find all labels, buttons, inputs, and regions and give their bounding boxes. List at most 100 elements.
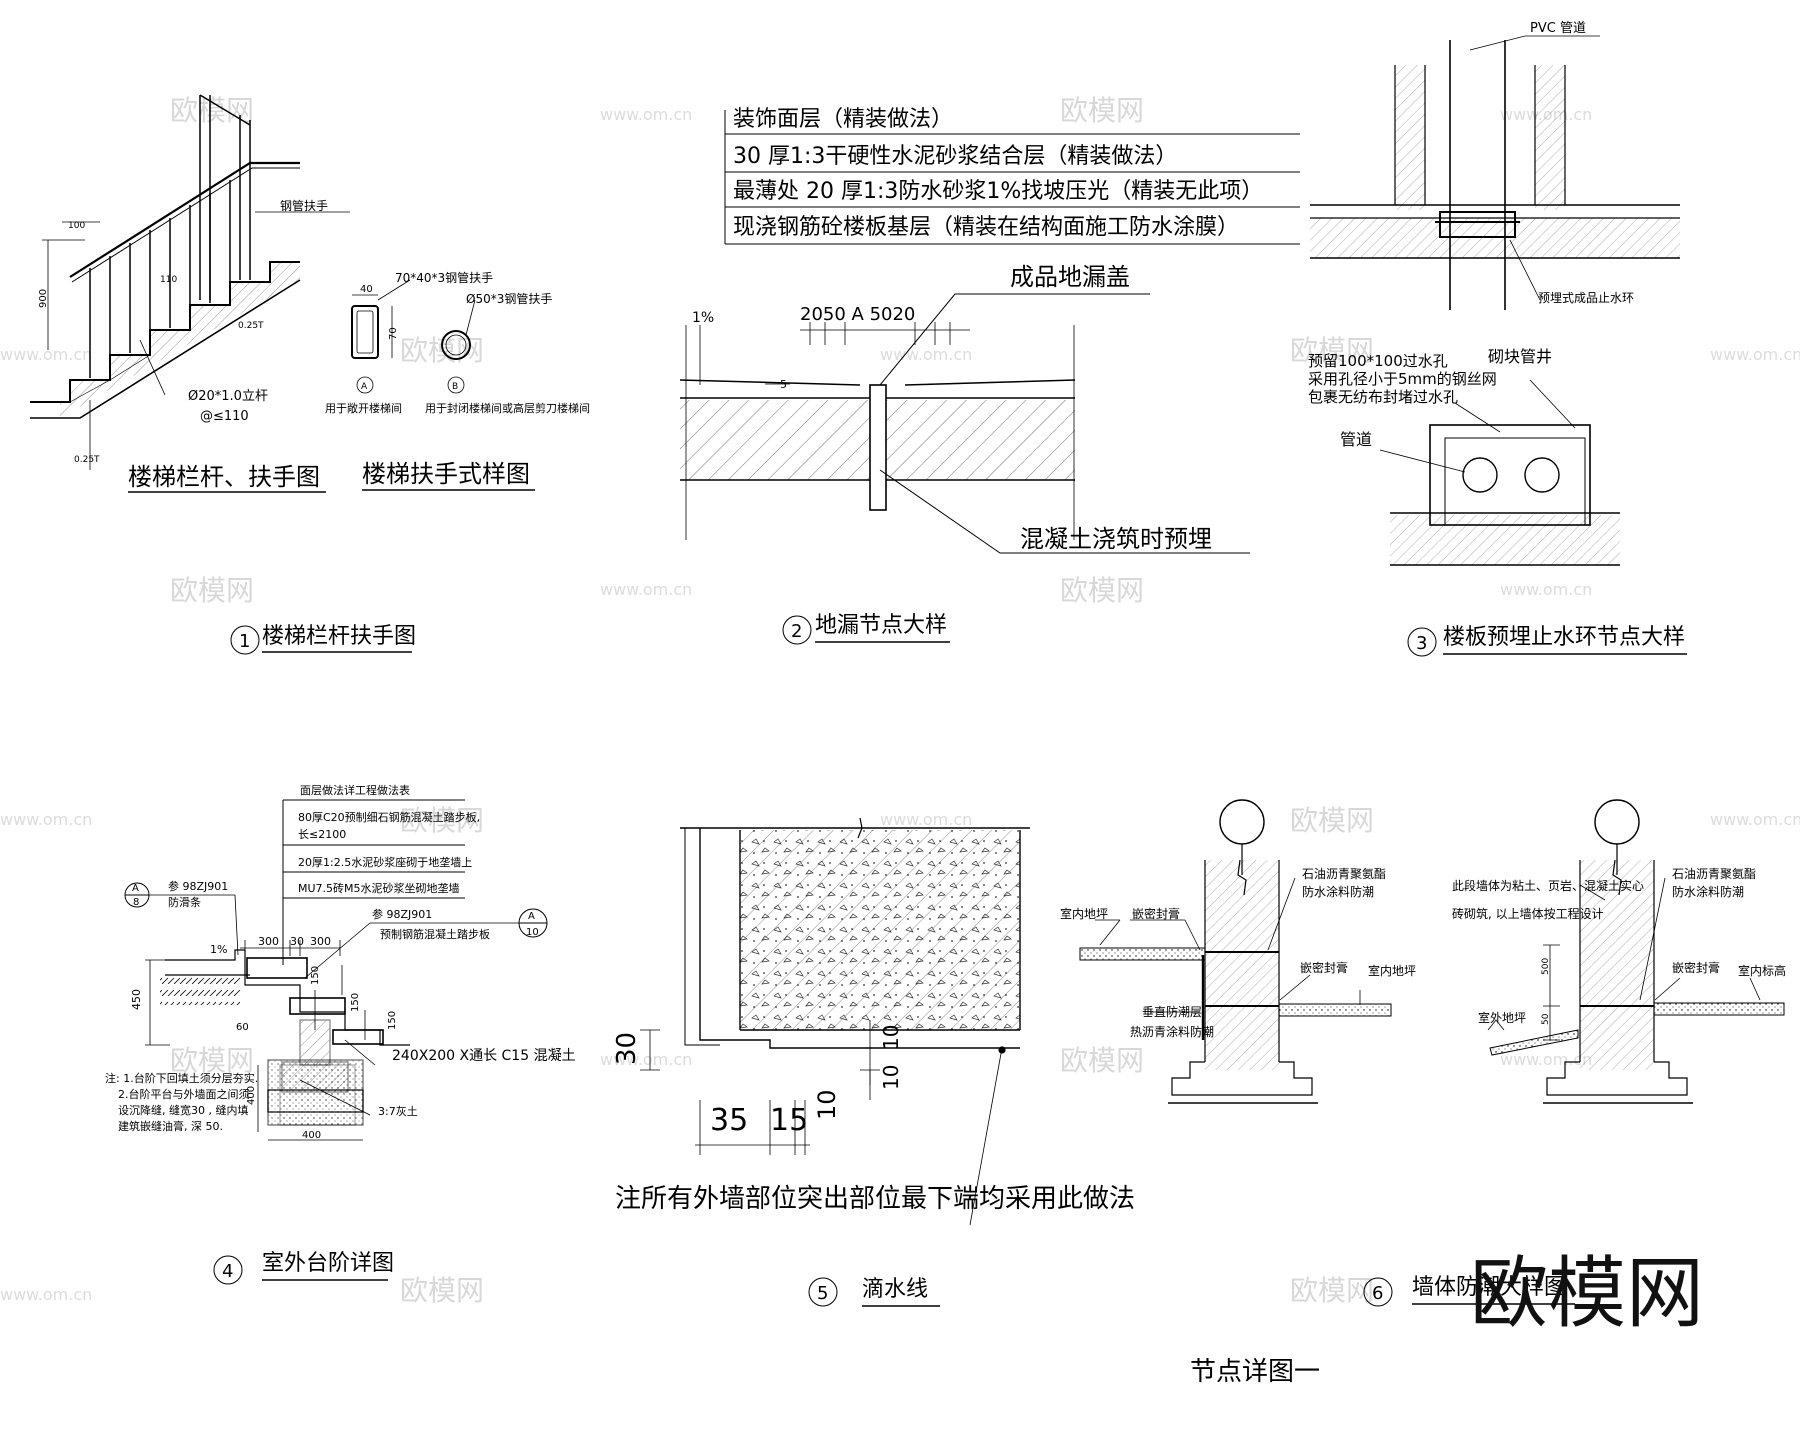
detail-title-1: 楼梯栏杆扶手图 bbox=[262, 624, 416, 649]
label-coat-1: 石油沥青聚氨酯 bbox=[1302, 867, 1386, 881]
label-r-coat-1: 石油沥青聚氨酯 bbox=[1672, 867, 1756, 881]
watermark-url: www.om.cn bbox=[600, 105, 692, 124]
label-coat-2: 防水涂料防潮 bbox=[1302, 884, 1374, 899]
label-drain-dims: 2050 A 5020 bbox=[800, 304, 915, 325]
detail-6-caption: 6 墙体防潮大样图 bbox=[1363, 1275, 1575, 1307]
dim-400-b: 400 bbox=[302, 1130, 321, 1141]
detail-3-water-stop bbox=[1310, 35, 1680, 566]
detail-3-caption: 3 楼板预埋止水环节点大样 bbox=[1407, 625, 1687, 657]
label-hole-3: 包裹无纺布封堵过水孔 bbox=[1308, 388, 1458, 406]
watermark-url: www.om.cn bbox=[1710, 810, 1800, 829]
label-precast-tread: 预制钢筋混凝土踏步板 bbox=[380, 927, 490, 941]
label-ground-beam: 240X200 X通长 C15 混凝土 bbox=[392, 1048, 576, 1064]
note-2: 2.台阶平台与外墙面之间须 bbox=[118, 1087, 250, 1101]
detail-2-labels: 装饰面层（精装做法） 30 厚1:3干硬性水泥砂浆结合层（精装做法） 最薄处 2… bbox=[692, 107, 1263, 553]
dim-10-c: 10 bbox=[813, 1089, 841, 1120]
detail-4-labels: 面层做法详工程做法表 80厚C20预制细石钢筋混凝土踏步板, 长≤2100 20… bbox=[105, 783, 576, 1141]
detail-3-labels: PVC 管道 预埋式成品止水环 预留100*100过水孔 采用孔径小于5mm的钢… bbox=[1308, 21, 1634, 449]
watermark-url: www.om.cn bbox=[0, 1285, 92, 1304]
detail-2-floor-drain bbox=[679, 110, 1300, 554]
dim-110: 110 bbox=[160, 275, 177, 285]
table-row-1: 面层做法详工程做法表 bbox=[300, 783, 410, 797]
dim-10-b: 10 bbox=[879, 1065, 903, 1090]
watermark-brand: 欧模网 bbox=[1290, 334, 1374, 367]
layer-2: 30 厚1:3干硬性水泥砂浆结合层（精装做法） bbox=[733, 144, 1177, 169]
label-post: Ø20*1.0立杆 bbox=[188, 389, 268, 404]
dim-025t-1: 0.25T bbox=[238, 321, 264, 331]
subtitle-handrail-style: 楼梯扶手式样图 bbox=[362, 460, 530, 488]
detail-1-caption: 1 楼梯栏杆扶手图 bbox=[230, 624, 416, 655]
label-lime-soil: 3:7灰土 bbox=[378, 1104, 418, 1118]
label-round-tube: Ø50*3钢管扶手 bbox=[466, 291, 552, 306]
corner-brand-logo: 欧模网 bbox=[1470, 1249, 1704, 1339]
dim-30: 30 bbox=[612, 1032, 642, 1065]
dim-70: 70 bbox=[388, 327, 399, 340]
dim-400-a: 400 bbox=[246, 1086, 257, 1105]
layer-3: 最薄处 20 厚1:3防水砂浆1%找坡压光（精装无此项） bbox=[733, 179, 1263, 204]
dim-150-b: 150 bbox=[350, 993, 361, 1012]
watermark-brand: 欧模网 bbox=[1060, 94, 1144, 127]
label-slope-1pct: 1% bbox=[692, 310, 714, 326]
label-r-outdoor: 室外地坪 bbox=[1478, 1010, 1526, 1025]
label-shaft: 砌块管井 bbox=[1488, 347, 1552, 366]
table-row-3: 长≤2100 bbox=[298, 828, 346, 841]
label-slope: 1% bbox=[210, 943, 227, 956]
detail-5-drip-line bbox=[640, 817, 1030, 1226]
layer-4: 现浇钢筋砼楼板基层（精装在结构面施工防水涂膜） bbox=[733, 215, 1239, 240]
label-seal-left: 嵌密封膏 bbox=[1132, 906, 1180, 921]
label-anti-slip: 防滑条 bbox=[168, 895, 201, 909]
detail-1-labels: 钢管扶手 Ø20*1.0立杆 @≤110 100 900 110 0.25T 0… bbox=[38, 198, 535, 493]
detail-number-3: 3 bbox=[1416, 633, 1427, 654]
detail-title-5: 滴水线 bbox=[862, 1277, 928, 1302]
note-wall-1: 此段墙体为粘土、页岩、混凝土实心 bbox=[1452, 878, 1644, 893]
tag-10: 10 bbox=[526, 927, 539, 938]
table-row-5: MU7.5砖M5水泥砂浆坐砌地垄墙 bbox=[298, 881, 460, 895]
label-seal-2: 嵌密封膏 bbox=[1300, 960, 1348, 975]
detail-title-2: 地漏节点大样 bbox=[815, 613, 947, 638]
dim-100: 100 bbox=[68, 221, 85, 231]
detail-title-3: 楼板预埋止水环节点大样 bbox=[1443, 625, 1685, 650]
label-hole-2: 采用孔径小于5mm的钢丝网 bbox=[1308, 370, 1497, 388]
table-row-2: 80厚C20预制细石钢筋混凝土踏步板, bbox=[298, 810, 480, 824]
dim-5: 5 bbox=[780, 378, 787, 391]
watermark-url: www.om.cn bbox=[880, 345, 972, 364]
label-use-open: 用于敞开楼梯间 bbox=[325, 401, 402, 415]
label-hot-asphalt: 热沥青涂料防潮 bbox=[1130, 1024, 1214, 1039]
label-ref-1: 参 98ZJ901 bbox=[168, 879, 228, 893]
detail-4-caption: 4 室外台阶详图 bbox=[213, 1251, 394, 1285]
note-3: 设沉降缝, 缝宽30 , 缝内填 bbox=[118, 1103, 248, 1117]
detail-4-exterior-step bbox=[124, 799, 548, 1141]
detail-6-labels: 室内地坪 嵌密封膏 石油沥青聚氨酯 防水涂料防潮 嵌密封膏 室内地坪 垂直防潮层… bbox=[1060, 867, 1786, 1039]
watermark-url: www.om.cn bbox=[0, 345, 92, 364]
dim-300-a: 300 bbox=[258, 935, 279, 948]
dim-150-a: 150 bbox=[310, 966, 321, 985]
detail-number-5: 5 bbox=[817, 1283, 828, 1304]
note-4: 建筑嵌缝油膏, 深 50. bbox=[118, 1119, 223, 1133]
label-drain-cover: 成品地漏盖 bbox=[1010, 263, 1130, 291]
dim-60: 60 bbox=[236, 1022, 249, 1033]
note-wall-2: 砖砌筑, 以上墙体按工程设计 bbox=[1452, 906, 1604, 921]
watermark-brand: 欧模网 bbox=[1060, 1044, 1144, 1077]
detail-number-2: 2 bbox=[791, 621, 802, 642]
detail-number-4: 4 bbox=[222, 1261, 233, 1282]
tag-a-1: A bbox=[132, 883, 139, 894]
label-r-seal: 嵌密封膏 bbox=[1672, 960, 1720, 975]
watermark-brand: 欧模网 bbox=[170, 1044, 254, 1077]
detail-number-6: 6 bbox=[1372, 1283, 1383, 1304]
detail-1-stair-railing bbox=[30, 94, 350, 470]
dim-300-b: 300 bbox=[310, 935, 331, 948]
label-vertical-damp: 垂直防潮层 bbox=[1142, 1004, 1202, 1019]
subtitle-railing: 楼梯栏杆、扶手图 bbox=[128, 463, 320, 491]
watermark-brand: 欧模网 bbox=[170, 574, 254, 607]
detail-number-1: 1 bbox=[239, 631, 250, 652]
watermark-brand: 欧模网 bbox=[400, 334, 484, 367]
label-pipe: 管道 bbox=[1340, 430, 1372, 449]
label-steel-handrail: 钢管扶手 bbox=[280, 198, 328, 213]
detail-5-labels: 30 10 10 35 15 10 注所有外墙部位突出部位最下端均采用此做法 bbox=[612, 1025, 1135, 1214]
watermark-brand: 欧模网 bbox=[1060, 574, 1144, 607]
watermark-brand: 欧模网 bbox=[1290, 1274, 1374, 1307]
layer-1: 装饰面层（精装做法） bbox=[733, 107, 953, 132]
dim-025t-2: 0.25T bbox=[74, 455, 100, 465]
label-floor-2: 室内地坪 bbox=[1368, 963, 1416, 978]
